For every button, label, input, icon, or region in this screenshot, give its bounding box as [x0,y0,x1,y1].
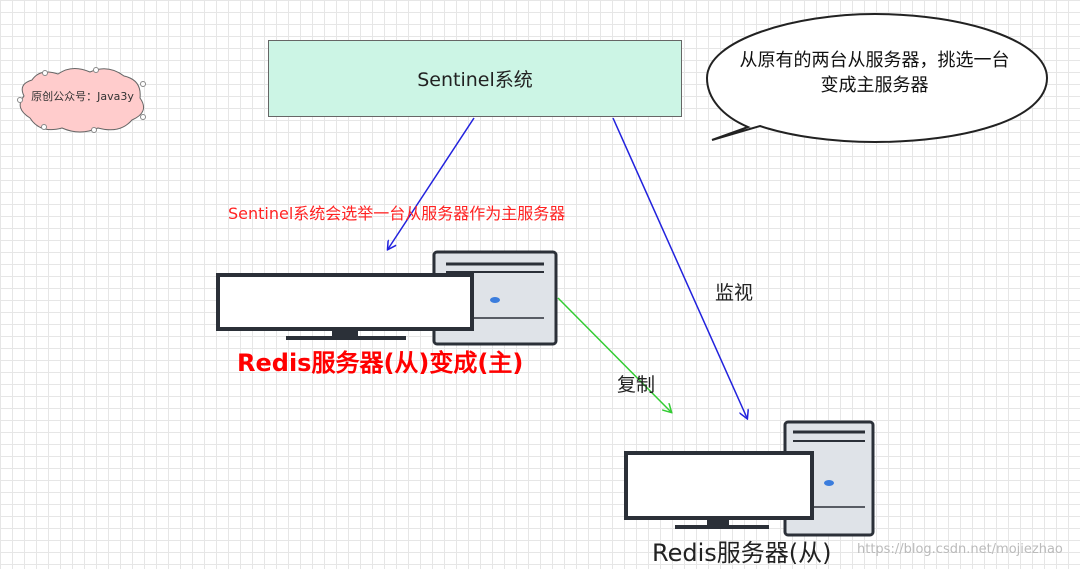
elect-arrow [388,117,475,249]
slave-server-icon [624,420,875,537]
slave-server-label: Redis服务器(从) [652,539,832,567]
watermark-text: https://blog.csdn.net/mojiezhao [857,542,1063,557]
sentinel-system-label: Sentinel系统 [417,69,533,91]
monitor-arrow [612,117,747,418]
replicate-annotation: 复制 [617,374,656,396]
master-server-label: Redis服务器(从)变成(主) [237,349,524,377]
elect-annotation: Sentinel系统会选举一台从服务器作为主服务器 [228,204,566,223]
speech-bubble-line-1: 从原有的两台从服务器，挑选一台 [739,50,1010,71]
replicate-arrow [557,297,671,412]
master-server-icon [216,250,558,346]
cloud-note-text: 原创公众号：Java3y [31,90,134,103]
sentinel-system-box: Sentinel系统 [268,40,682,117]
speech-bubble-line-2: 变成主服务器 [820,75,929,96]
cloud-note-shape [17,67,146,133]
speech-bubble-text: 从原有的两台从服务器，挑选一台 变成主服务器 [712,48,1037,98]
monitor-annotation: 监视 [715,282,754,304]
speech-bubble-shape [705,12,1049,144]
